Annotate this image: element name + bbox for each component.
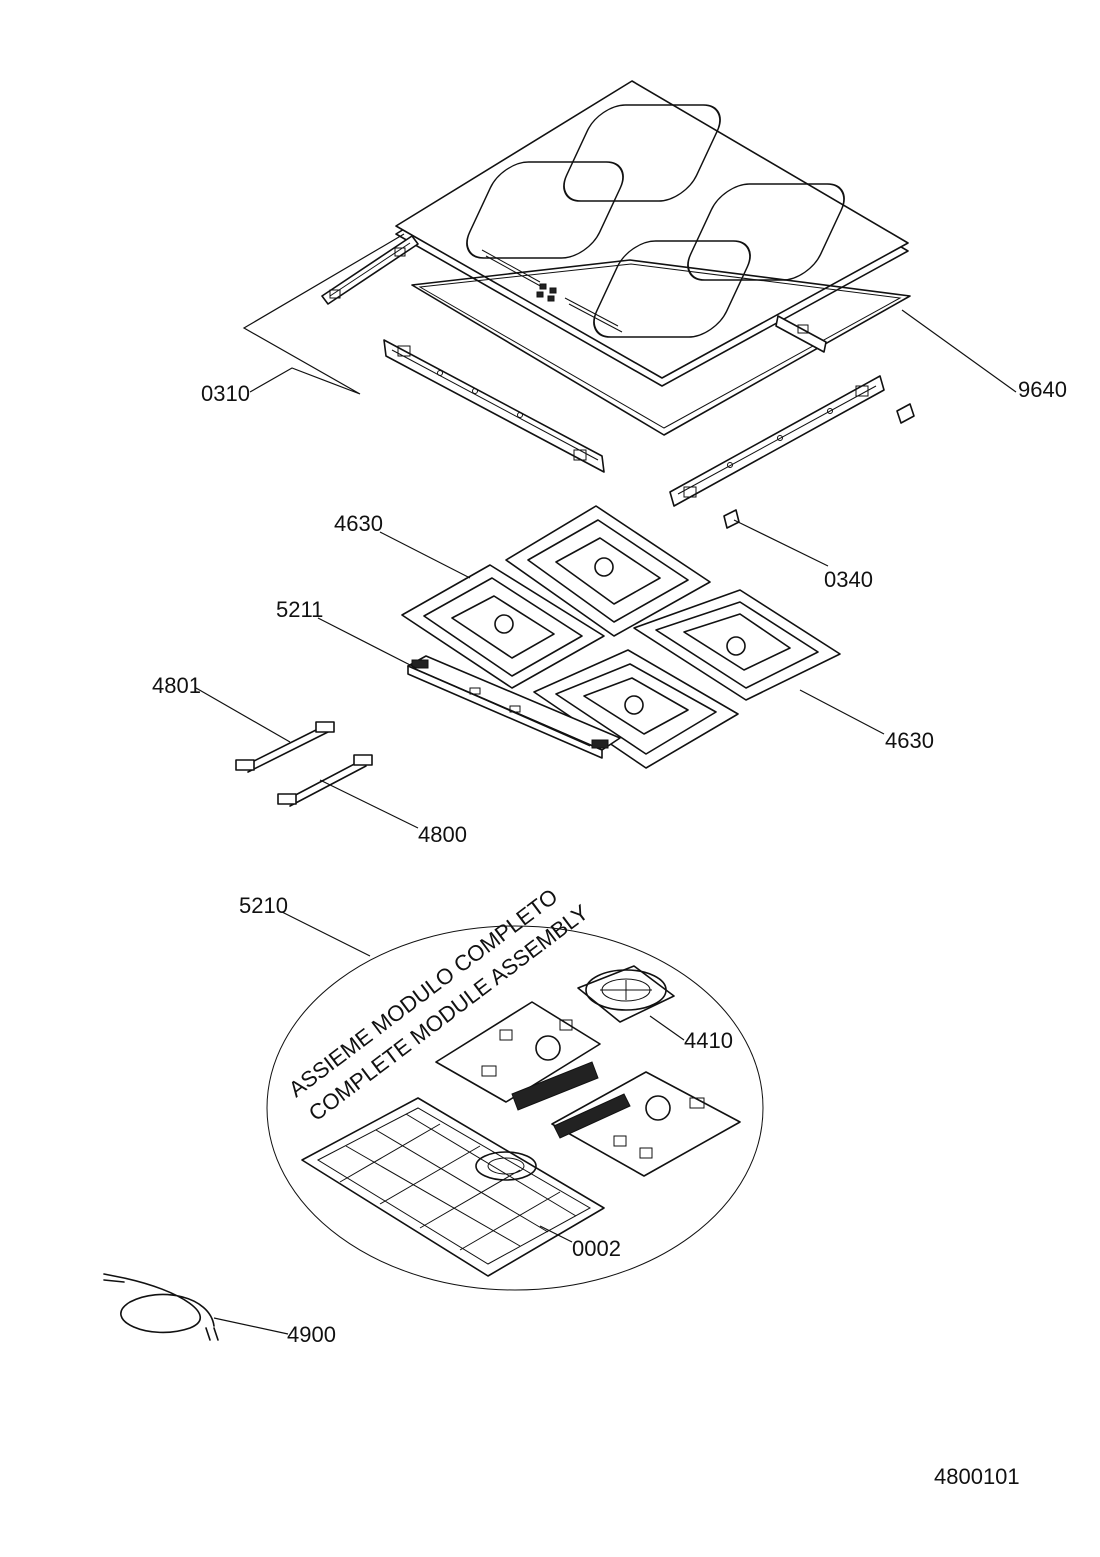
control-board-5211	[407, 655, 621, 759]
drawing-number: 4800101	[934, 1464, 1020, 1489]
power-board-right	[551, 1071, 741, 1177]
touch-control-icons	[536, 283, 557, 302]
label-9640: 9640	[1018, 377, 1067, 402]
side-bracket-back-right	[775, 315, 827, 353]
power-supply-cable-4900	[103, 1273, 219, 1341]
side-bracket-front-left	[383, 339, 605, 473]
label-4410: 4410	[684, 1028, 733, 1053]
label-4630-bottom: 4630	[885, 728, 934, 753]
label-0340: 0340	[824, 567, 873, 592]
induction-coil-back-right	[633, 589, 841, 701]
label-5210: 5210	[239, 893, 288, 918]
label-0310: 0310	[201, 381, 250, 406]
side-bracket-back-left	[321, 235, 419, 305]
power-board-left	[435, 1001, 601, 1111]
label-4801: 4801	[152, 673, 201, 698]
label-0002: 0002	[572, 1236, 621, 1261]
label-4800: 4800	[418, 822, 467, 847]
glass-cooktop-panel	[395, 80, 909, 387]
clip-part-0340	[723, 403, 915, 529]
flat-cable-4801	[235, 721, 335, 773]
flat-cable-4800	[277, 754, 373, 807]
gasket-frame	[411, 259, 911, 436]
induction-coil-back-top	[505, 505, 711, 637]
side-bracket-front-right	[669, 375, 885, 507]
cooling-fan-4410	[577, 965, 675, 1023]
induction-coil-front-left	[401, 564, 605, 689]
label-4630-top: 4630	[334, 511, 383, 536]
complete-module-assembly: ASSIEME MODULO COMPLETO COMPLETE MODULE …	[266, 884, 764, 1291]
label-4900: 4900	[287, 1322, 336, 1347]
plastic-base-tray-0002	[301, 1097, 605, 1277]
leader-lines	[195, 233, 1017, 1335]
label-5211: 5211	[276, 597, 323, 622]
induction-coil-front-right	[533, 649, 739, 769]
